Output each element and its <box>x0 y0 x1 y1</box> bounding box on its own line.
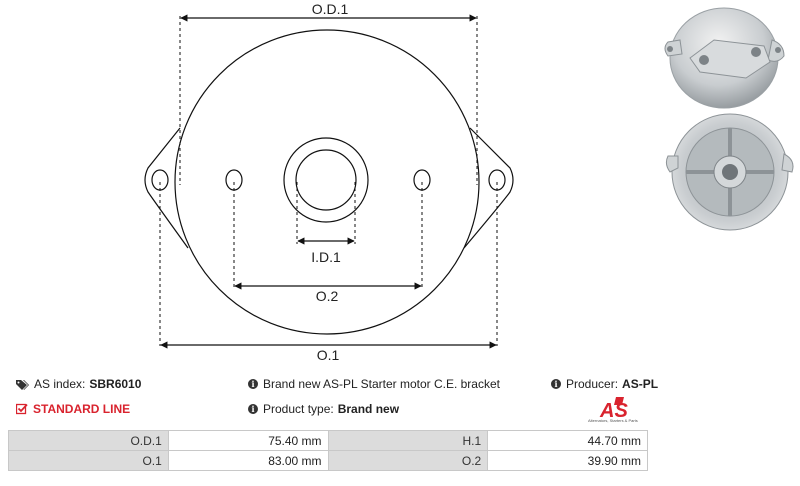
tags-icon <box>16 379 29 390</box>
spec-label: O.1 <box>8 450 169 471</box>
description-row: i Brand new AS-PL Starter motor C.E. bra… <box>248 377 500 391</box>
right-ear-hole <box>488 169 506 191</box>
o1-label: O.1 <box>317 347 340 363</box>
product-photo-top <box>664 7 785 109</box>
spec-label: H.1 <box>327 430 489 451</box>
as-index-row: AS index: SBR6010 <box>16 377 141 391</box>
info-circle-icon: i <box>551 379 561 389</box>
logo-tagline: Alternators, Starters & Parts <box>588 418 638 423</box>
check-square-icon <box>16 403 28 415</box>
table-row: O.D.1 75.40 mm H.1 44.70 mm <box>8 430 648 451</box>
spec-value: 39.90 mm <box>487 450 648 471</box>
info-circle-icon: i <box>248 404 258 414</box>
right-mounting-ear <box>463 127 514 249</box>
product-type-label: Product type: <box>263 402 334 416</box>
logo-text: AS <box>599 400 628 422</box>
boss-outer <box>283 137 369 223</box>
id1-label: I.D.1 <box>311 249 341 265</box>
standard-line-row: STANDARD LINE <box>16 402 130 416</box>
standard-line-label: STANDARD LINE <box>33 402 131 416</box>
spec-value: 83.00 mm <box>167 450 329 471</box>
od1-label: O.D.1 <box>312 1 349 17</box>
o2-label: O.2 <box>316 288 339 304</box>
as-index-value: SBR6010 <box>89 377 142 391</box>
as-index-label: AS index: <box>34 377 86 391</box>
product-type-row: i Product type: Brand new <box>248 402 399 416</box>
left-mounting-ear <box>144 127 189 249</box>
as-pl-logo: AS <box>599 397 628 422</box>
producer-label: Producer: <box>566 377 619 391</box>
product-description: Brand new AS-PL Starter motor C.E. brack… <box>263 377 500 391</box>
spec-value: 75.40 mm <box>167 430 329 451</box>
product-type-value: Brand new <box>337 402 400 416</box>
boss-inner <box>295 149 357 211</box>
info-circle-icon: i <box>248 379 258 389</box>
spec-label: O.D.1 <box>8 430 169 451</box>
producer-value: AS-PL <box>622 377 659 391</box>
product-photo-bottom <box>665 113 794 231</box>
table-row: O.1 83.00 mm O.2 39.90 mm <box>8 450 648 471</box>
bracket-outline <box>174 29 480 335</box>
producer-row: i Producer: AS-PL <box>551 377 658 391</box>
left-ear-hole <box>151 169 169 191</box>
spec-value: 44.70 mm <box>487 430 648 451</box>
spec-label: O.2 <box>327 450 489 471</box>
specs-table: O.D.1 75.40 mm H.1 44.70 mm O.1 83.00 mm… <box>8 430 648 471</box>
